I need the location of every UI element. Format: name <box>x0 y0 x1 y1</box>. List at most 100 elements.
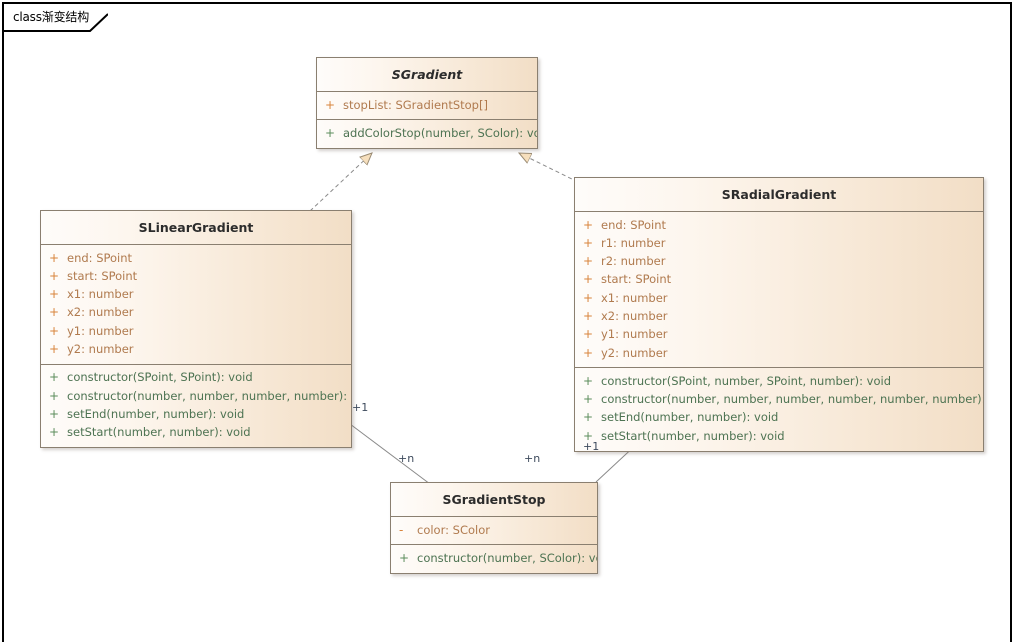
visibility-marker: + <box>583 290 594 305</box>
uml-attributes-sgradientstop: - color: SColor <box>391 516 597 544</box>
diagram-frame-tab: class渐变结构 <box>4 4 108 32</box>
member-signature: y2: number <box>601 345 668 360</box>
uml-attribute-row: + stopList: SGradientStop[] <box>317 96 537 114</box>
visibility-marker: + <box>325 125 336 140</box>
member-signature: x1: number <box>67 287 134 302</box>
uml-class-title-sgradient: SGradient <box>391 67 463 82</box>
uml-class-sgradientstop[interactable]: SGradientStop - color: SColor + construc… <box>390 482 598 574</box>
member-signature: r2: number <box>601 254 666 269</box>
uml-class-title-slineargradient: SLinearGradient <box>138 220 254 235</box>
visibility-marker: + <box>583 272 594 287</box>
uml-attribute-row: + y2: number <box>41 340 351 358</box>
uml-operations-slineargradient: + constructor(SPoint, SPoint): void + co… <box>41 363 351 447</box>
visibility-marker: + <box>583 373 594 388</box>
uml-operation-row: + constructor(number, SColor): void <box>391 549 597 567</box>
uml-attribute-row: + end: SPoint <box>575 216 983 234</box>
uml-operation-row: + setStart(number, number): void <box>41 424 351 442</box>
uml-operations-sgradient: + addColorStop(number, SColor): void <box>317 119 537 147</box>
member-signature: constructor(number, SColor): void <box>417 550 598 565</box>
uml-attribute-row: + x2: number <box>575 307 983 325</box>
uml-class-sradialgradient[interactable]: SRadialGradient + end: SPoint + r1: numb… <box>574 177 984 452</box>
visibility-marker: + <box>583 254 594 269</box>
uml-attribute-row: + end: SPoint <box>41 249 351 267</box>
uml-attribute-row: + y1: number <box>41 322 351 340</box>
member-signature: end: SPoint <box>67 250 133 265</box>
uml-attribute-row: + r1: number <box>575 234 983 252</box>
frame-tab-shape-icon <box>4 4 108 32</box>
uml-operations-sgradientstop: + constructor(number, SColor): void <box>391 544 597 572</box>
member-signature: y2: number <box>67 341 134 356</box>
uml-class-title-sgradientstop: SGradientStop <box>442 492 546 507</box>
visibility-marker: + <box>49 341 60 356</box>
member-signature: y1: number <box>67 323 134 338</box>
member-signature: start: SPoint <box>67 268 138 283</box>
visibility-marker: + <box>49 287 60 302</box>
visibility-marker: + <box>49 323 60 338</box>
member-signature: addColorStop(number, SColor): void <box>343 125 538 140</box>
member-signature: stopList: SGradientStop[] <box>343 97 488 112</box>
uml-attribute-row: - color: SColor <box>391 521 597 539</box>
uml-attribute-row: + y1: number <box>575 326 983 344</box>
uml-operations-sradialgradient: + constructor(SPoint, number, SPoint, nu… <box>575 367 983 450</box>
uml-operation-row: + setEnd(number, number): void <box>575 409 983 427</box>
edge-label-radial-source-multiplicity: +1 <box>583 440 600 453</box>
member-signature: x2: number <box>601 308 668 323</box>
visibility-marker: + <box>583 217 594 232</box>
member-signature: start: SPoint <box>601 272 672 287</box>
member-signature: constructor(SPoint, SPoint): void <box>67 370 253 385</box>
uml-attributes-slineargradient: + end: SPoint + start: SPoint + x1: numb… <box>41 244 351 364</box>
visibility-marker: + <box>583 345 594 360</box>
uml-operation-row: + constructor(SPoint, number, SPoint, nu… <box>575 372 983 390</box>
member-signature: setStart(number, number): void <box>601 428 785 443</box>
member-signature: constructor(number, number, number, numb… <box>601 392 984 407</box>
uml-attribute-row: + x2: number <box>41 304 351 322</box>
uml-attributes-sgradient: + stopList: SGradientStop[] <box>317 91 537 119</box>
visibility-marker: + <box>583 428 594 443</box>
visibility-marker: + <box>49 250 60 265</box>
uml-operation-row: + setEnd(number, number): void <box>41 405 351 423</box>
member-signature: constructor(number, number, number, numb… <box>67 388 352 403</box>
uml-class-sgradient[interactable]: SGradient + stopList: SGradientStop[] + … <box>316 57 538 149</box>
edge-label-radial-target-multiplicity: +n <box>524 452 541 465</box>
visibility-marker: + <box>49 388 60 403</box>
uml-class-slineargradient[interactable]: SLinearGradient + end: SPoint + start: S… <box>40 210 352 448</box>
uml-attribute-row: + y2: number <box>575 344 983 362</box>
uml-attribute-row: + x1: number <box>41 286 351 304</box>
member-signature: setEnd(number, number): void <box>601 410 779 425</box>
edge-label-linear-source-multiplicity: +1 <box>352 401 369 414</box>
uml-attribute-row: + start: SPoint <box>41 267 351 285</box>
uml-class-title-sradialgradient: SRadialGradient <box>721 187 837 202</box>
visibility-marker: + <box>49 305 60 320</box>
visibility-marker: + <box>399 550 410 565</box>
uml-operation-row: + setStart(number, number): void <box>575 427 983 445</box>
member-signature: setEnd(number, number): void <box>67 406 245 421</box>
edge-label-linear-target-multiplicity: +n <box>398 452 415 465</box>
member-signature: setStart(number, number): void <box>67 425 251 440</box>
member-signature: color: SColor <box>417 522 490 537</box>
visibility-marker: + <box>49 425 60 440</box>
uml-operation-row: + addColorStop(number, SColor): void <box>317 124 537 142</box>
visibility-marker: + <box>49 406 60 421</box>
visibility-marker: + <box>583 308 594 323</box>
visibility-marker: + <box>583 327 594 342</box>
member-signature: end: SPoint <box>601 217 667 232</box>
uml-operation-row: + constructor(number, number, number, nu… <box>41 387 351 405</box>
member-signature: x1: number <box>601 290 668 305</box>
uml-attribute-row: + start: SPoint <box>575 271 983 289</box>
uml-attributes-sradialgradient: + end: SPoint + r1: number + r2: number … <box>575 211 983 367</box>
visibility-marker: + <box>583 410 594 425</box>
member-signature: y1: number <box>601 327 668 342</box>
visibility-marker: + <box>583 392 594 407</box>
uml-operation-row: + constructor(SPoint, SPoint): void <box>41 369 351 387</box>
uml-attribute-row: + x1: number <box>575 289 983 307</box>
diagram-title-label: class渐变结构 <box>13 10 89 24</box>
member-signature: x2: number <box>67 305 134 320</box>
visibility-marker: + <box>325 97 336 112</box>
member-signature: constructor(SPoint, number, SPoint, numb… <box>601 373 892 388</box>
member-signature: r1: number <box>601 235 666 250</box>
visibility-marker: + <box>583 235 594 250</box>
visibility-marker: + <box>49 370 60 385</box>
visibility-marker: - <box>399 522 404 537</box>
visibility-marker: + <box>49 268 60 283</box>
uml-operation-row: + constructor(number, number, number, nu… <box>575 391 983 409</box>
